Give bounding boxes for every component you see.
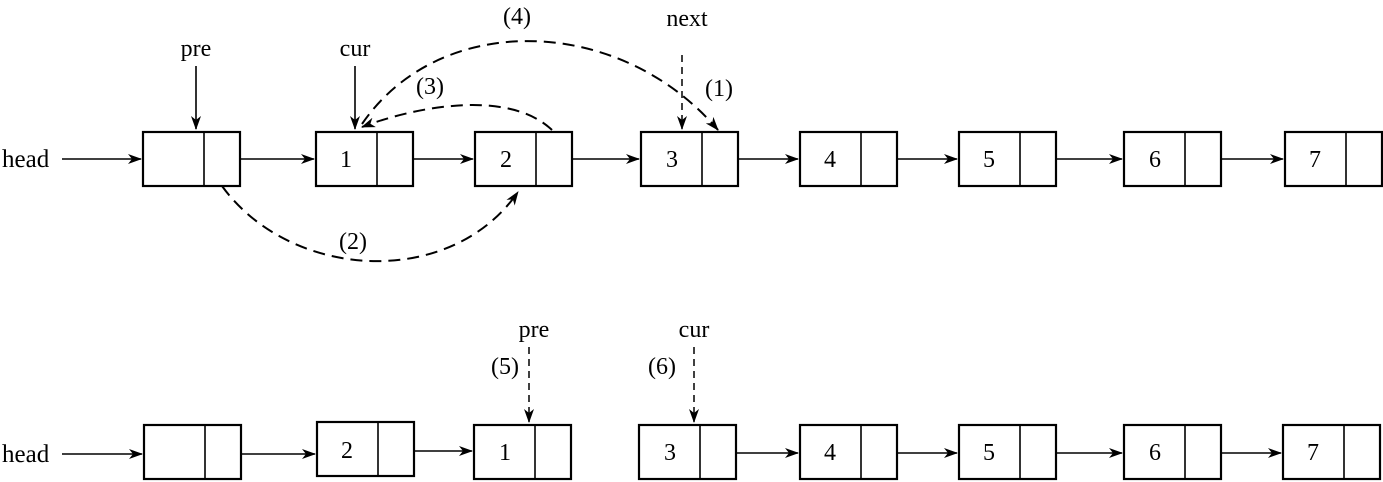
top-node-2-value: 2 <box>500 147 512 173</box>
top-head-label: head <box>2 146 50 173</box>
top-node-3-value: 3 <box>666 147 678 173</box>
top-list: head 1 2 3 4 5 <box>2 4 1383 262</box>
top-node-0 <box>141 130 242 188</box>
step-4-curve <box>361 40 719 131</box>
bottom-node-0 <box>142 423 243 481</box>
top-pointer-next-label: next <box>666 6 708 32</box>
bottom-list: head 2 1 3 4 5 <box>2 317 1382 481</box>
step-4-label: (4) <box>503 4 531 30</box>
top-node-4-value: 4 <box>824 147 836 173</box>
top-node-5-value: 5 <box>983 147 995 173</box>
bottom-node-2-value: 1 <box>499 440 511 466</box>
top-node-2: 2 <box>473 130 574 188</box>
bottom-node-7: 7 <box>1281 423 1382 481</box>
top-pointer-cur-label: cur <box>340 36 371 62</box>
bottom-node-2: 1 <box>472 423 573 481</box>
top-node-1: 1 <box>314 130 415 188</box>
bottom-node-6: 6 <box>1122 423 1223 481</box>
bottom-node-4: 4 <box>798 423 899 481</box>
bottom-node-7-value: 7 <box>1307 440 1319 466</box>
bottom-node-4-value: 4 <box>824 440 836 466</box>
bottom-node-5: 5 <box>957 423 1058 481</box>
step-2-curve <box>221 185 519 262</box>
bottom-node-1-value: 2 <box>341 438 353 464</box>
bottom-node-5-value: 5 <box>983 440 995 466</box>
top-node-5: 5 <box>957 130 1058 188</box>
bottom-pointer-pre-label: pre <box>519 317 550 343</box>
bottom-head-label: head <box>2 441 50 468</box>
top-pointer-pre-label: pre <box>181 36 212 62</box>
top-node-6: 6 <box>1122 130 1223 188</box>
step-3-curve <box>361 104 553 131</box>
bottom-node-6-value: 6 <box>1149 440 1161 466</box>
top-node-7-value: 7 <box>1309 147 1321 173</box>
step-3-label: (3) <box>416 74 444 100</box>
top-node-3: 3 <box>639 130 740 188</box>
bottom-node-3: 3 <box>637 423 738 481</box>
step-1-label: (1) <box>705 76 733 102</box>
step-5-label: (5) <box>491 354 519 380</box>
top-node-1-value: 1 <box>340 147 352 173</box>
step-6-label: (6) <box>648 354 676 380</box>
bottom-pointer-cur-label: cur <box>679 317 710 343</box>
top-node-7: 7 <box>1283 130 1383 188</box>
bottom-node-1: 2 <box>315 420 416 478</box>
top-node-4: 4 <box>798 130 899 188</box>
step-2-label: (2) <box>339 229 367 255</box>
bottom-node-3-value: 3 <box>664 440 676 466</box>
top-node-6-value: 6 <box>1149 147 1161 173</box>
